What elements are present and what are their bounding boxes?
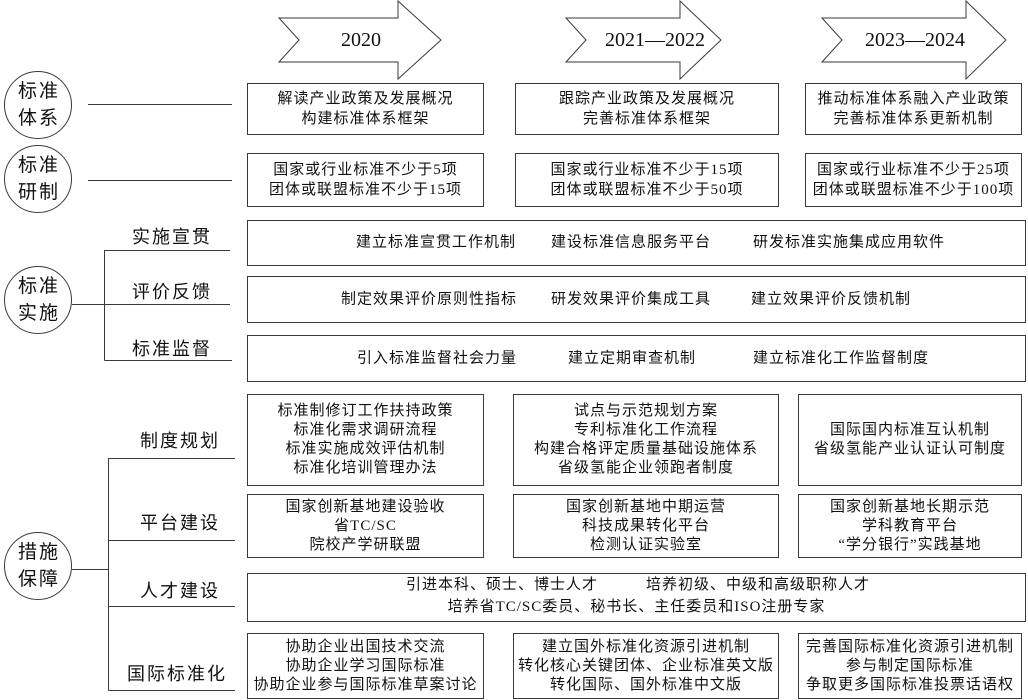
cell-line: 学科教育平台 — [861, 517, 958, 534]
cell-line: 标准制修订工作扶持政策 — [277, 403, 454, 419]
cell-line: 参与制定国际标准 — [845, 657, 974, 674]
category-standard-implementation: 标准 实施 — [4, 266, 72, 334]
cell-line: 科技成果转化平台 — [581, 517, 710, 534]
standard-system-cell-2021-2022: 跟踪产业政策及发展概况 完善标准体系框架 — [515, 83, 779, 135]
cell-line: 跟踪产业政策及发展概况 — [558, 91, 735, 107]
category-label-line: 措施 — [17, 542, 60, 563]
cell-line: 构建合格评定质量基础设施体系 — [533, 441, 758, 457]
internationalization-cell-2023-2024: 完善国际标准化资源引进机制 参与制定国际标准 争取更多国际标准投票话语权 — [798, 633, 1022, 699]
cell-line: 标准化需求调研流程 — [293, 422, 438, 438]
cell-line: 完善国际标准化资源引进机制 — [805, 638, 1014, 655]
internationalization-cell-2020: 协助企业出国技术交流 协助企业学习国际标准 协助企业参与国际标准草案讨论 — [247, 633, 484, 699]
cell-line: 团体或联盟标准不少于15项 — [268, 182, 462, 198]
standard-system-cell-2020: 解读产业政策及发展概况 构建标准体系框架 — [247, 83, 484, 135]
cell-line: 国家创新基地长期示范 — [829, 498, 990, 515]
phase-label-1: 2020 — [341, 29, 381, 51]
cell-line: 团体或联盟标准不少于100项 — [812, 182, 1015, 198]
cell-line: 协助企业出国技术交流 — [285, 638, 446, 655]
cell-line: 国家创新基地建设验收 — [285, 498, 446, 515]
cell-line: 国际国内标准互认机制 — [829, 422, 990, 438]
platform-building-cell-2020: 国家创新基地建设验收 省TC/SC 院校产学研联盟 — [247, 494, 484, 558]
publicity-item: 建设标准信息服务平台 — [551, 234, 712, 251]
cell-line: 专利标准化工作流程 — [573, 422, 718, 438]
category-label-line: 体系 — [17, 108, 60, 129]
category-label-line: 保障 — [17, 569, 60, 590]
cell-line: 国家或行业标准不少于15项 — [550, 162, 744, 178]
institutional-planning-cell-2021-2022: 试点与示范规划方案 专利标准化工作流程 构建合格评定质量基础设施体系 省级氢能企… — [513, 394, 779, 486]
category-label-line: 标准 — [17, 276, 60, 297]
category-standard-development: 标准 研制 — [4, 145, 72, 213]
cell-line: 团体或联盟标准不少于50项 — [550, 182, 744, 198]
supervision-item: 建立定期审查机制 — [568, 350, 697, 366]
cell-line: 省级氢能产业认证认可制度 — [813, 441, 1006, 457]
cell-line: 检测认证实验室 — [589, 536, 702, 553]
platform-building-cell-2021-2022: 国家创新基地中期运营 科技成果转化平台 检测认证实验室 — [513, 494, 779, 558]
category-label-line: 实施 — [17, 303, 60, 324]
standard-system-cell-2023-2024: 推动标准体系融入产业政策 完善标准体系更新机制 — [805, 83, 1022, 135]
talent-item: 培养初级、中级和高级职称人才 — [646, 577, 871, 593]
supervision-row: 引入标准监督社会力量 建立定期审查机制 建立标准化工作监督制度 — [247, 335, 1026, 382]
category-label-line: 标准 — [17, 155, 60, 176]
category-label-line: 研制 — [17, 182, 60, 203]
category-label-line: 标准 — [17, 81, 60, 102]
phase-label-2: 2021—2022 — [605, 29, 705, 51]
subcategory-internationalization: 国际标准化 — [127, 664, 227, 684]
evaluation-item: 制定效果评价原则性指标 — [341, 291, 518, 307]
cell-line: 国家或行业标准不少于5项 — [273, 162, 458, 178]
cell-line: 标准实施成效评估机制 — [285, 441, 446, 457]
evaluation-row: 制定效果评价原则性指标 研发效果评价集成工具 建立效果评价反馈机制 — [247, 276, 1026, 323]
subcategory-institutional-planning: 制度规划 — [140, 431, 220, 451]
cell-line: 协助企业学习国际标准 — [285, 657, 446, 674]
subcategory-publicity: 实施宣贯 — [132, 227, 212, 247]
institutional-planning-cell-2023-2024: 国际国内标准互认机制 省级氢能产业认证认可制度 — [798, 394, 1022, 486]
talent-item: 引进本科、硕士、博士人才 — [406, 577, 599, 593]
standard-development-cell-2021-2022: 国家或行业标准不少于15项 团体或联盟标准不少于50项 — [515, 153, 779, 207]
cell-line: 建立国外标准化资源引进机制 — [541, 638, 750, 655]
cell-line: 国家或行业标准不少于25项 — [816, 162, 1010, 178]
cell-line: 推动标准体系融入产业政策 — [817, 91, 1010, 107]
internationalization-cell-2021-2022: 建立国外标准化资源引进机制 转化核心关键团体、企业标准英文版 转化国际、国外标准… — [513, 633, 779, 699]
cell-line: 转化核心关键团体、企业标准英文版 — [517, 657, 774, 674]
cell-line: 解读产业政策及发展概况 — [277, 91, 454, 107]
cell-line: 完善标准体系更新机制 — [833, 111, 994, 127]
supervision-item: 引入标准监督社会力量 — [357, 350, 518, 366]
talent-item: 培养省TC/SC委员、秘书长、主任委员和ISO注册专家 — [447, 599, 826, 615]
subcategory-supervision: 标准监督 — [132, 339, 212, 359]
platform-building-cell-2023-2024: 国家创新基地长期示范 学科教育平台 “学分银行”实践基地 — [798, 494, 1022, 558]
standard-development-cell-2020: 国家或行业标准不少于5项 团体或联盟标准不少于15项 — [247, 153, 484, 207]
evaluation-item: 建立效果评价反馈机制 — [751, 291, 912, 307]
category-standard-system: 标准 体系 — [4, 71, 72, 139]
subcategory-talent-building: 人才建设 — [140, 581, 220, 601]
cell-line: 协助企业参与国际标准草案讨论 — [253, 676, 478, 693]
cell-line: 完善标准体系框架 — [582, 111, 711, 127]
subcategory-platform-building: 平台建设 — [140, 513, 220, 533]
cell-line: 构建标准体系框架 — [301, 111, 430, 127]
supervision-item: 建立标准化工作监督制度 — [753, 350, 930, 366]
standard-development-cell-2023-2024: 国家或行业标准不少于25项 团体或联盟标准不少于100项 — [805, 153, 1022, 207]
cell-line: 省级氢能企业领跑者制度 — [557, 460, 734, 476]
cell-line: 院校产学研联盟 — [309, 536, 422, 553]
subcategory-evaluation: 评价反馈 — [132, 282, 212, 302]
publicity-item: 建立标准宣贯工作机制 — [356, 234, 517, 251]
phase-label-3: 2023—2024 — [865, 29, 965, 51]
cell-line: 转化国际、国外标准中文版 — [549, 676, 742, 693]
phase-arrow-3 — [820, 0, 1007, 81]
phase-arrow-1 — [277, 0, 442, 81]
publicity-row: 建立标准宣贯工作机制 建设标准信息服务平台 研发标准实施集成应用软件 — [247, 220, 1026, 266]
cell-line: “学分银行”实践基地 — [838, 536, 982, 553]
cell-line: 国家创新基地中期运营 — [565, 498, 726, 515]
publicity-item: 研发标准实施集成应用软件 — [753, 234, 946, 251]
talent-building-row: 引进本科、硕士、博士人才 培养初级、中级和高级职称人才 培养省TC/SC委员、秘… — [247, 573, 1026, 622]
cell-line: 试点与示范规划方案 — [573, 403, 718, 419]
phase-arrow-2 — [564, 0, 722, 81]
category-safeguards: 措施 保障 — [4, 532, 72, 600]
institutional-planning-cell-2020: 标准制修订工作扶持政策 标准化需求调研流程 标准实施成效评估机制 标准化培训管理… — [247, 394, 484, 486]
cell-line: 争取更多国际标准投票话语权 — [805, 676, 1014, 693]
cell-line: 省TC/SC — [334, 517, 397, 534]
evaluation-item: 研发效果评价集成工具 — [551, 291, 712, 307]
cell-line: 标准化培训管理办法 — [293, 460, 438, 476]
